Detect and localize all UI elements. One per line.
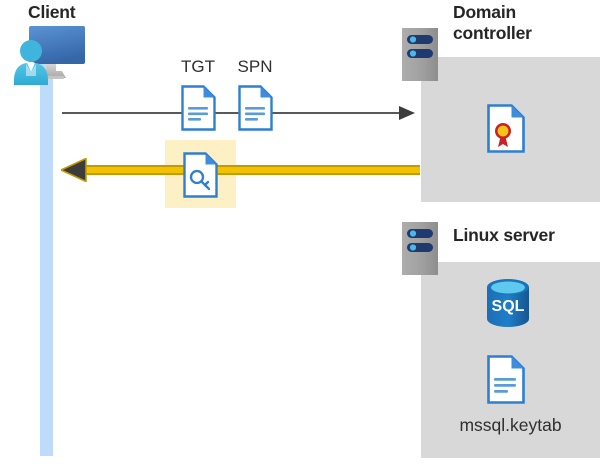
tgt-document-icon <box>181 85 216 131</box>
certificate-document-icon <box>487 104 525 153</box>
response-arrow-head <box>60 157 87 183</box>
request-arrow-line <box>62 112 400 114</box>
linux-server-rack-icon <box>402 222 438 275</box>
sql-database-label: SQL <box>492 298 525 315</box>
keytab-document-icon <box>487 355 525 404</box>
tgt-label: TGT <box>181 57 215 76</box>
keytab-filename-label: mssql.keytab <box>459 415 562 435</box>
linux-server-title: Linux server <box>453 225 555 245</box>
spn-document-icon <box>238 85 273 131</box>
sql-database-icon: SQL <box>484 278 532 328</box>
request-arrow-head <box>399 106 415 120</box>
domain-controller-server-rack-icon <box>402 28 438 81</box>
spn-label: SPN <box>237 57 273 76</box>
domain-controller-title-line1: Domain <box>453 2 516 22</box>
user-monitor-icon <box>10 23 96 85</box>
service-ticket-key-document-icon <box>183 152 218 198</box>
domain-controller-title-line2: controller <box>453 23 532 43</box>
domain-controller-title: Domain controller <box>453 2 598 44</box>
client-label: Client <box>28 2 76 22</box>
client-lifeline <box>40 60 53 456</box>
response-arrow-line <box>78 165 420 175</box>
